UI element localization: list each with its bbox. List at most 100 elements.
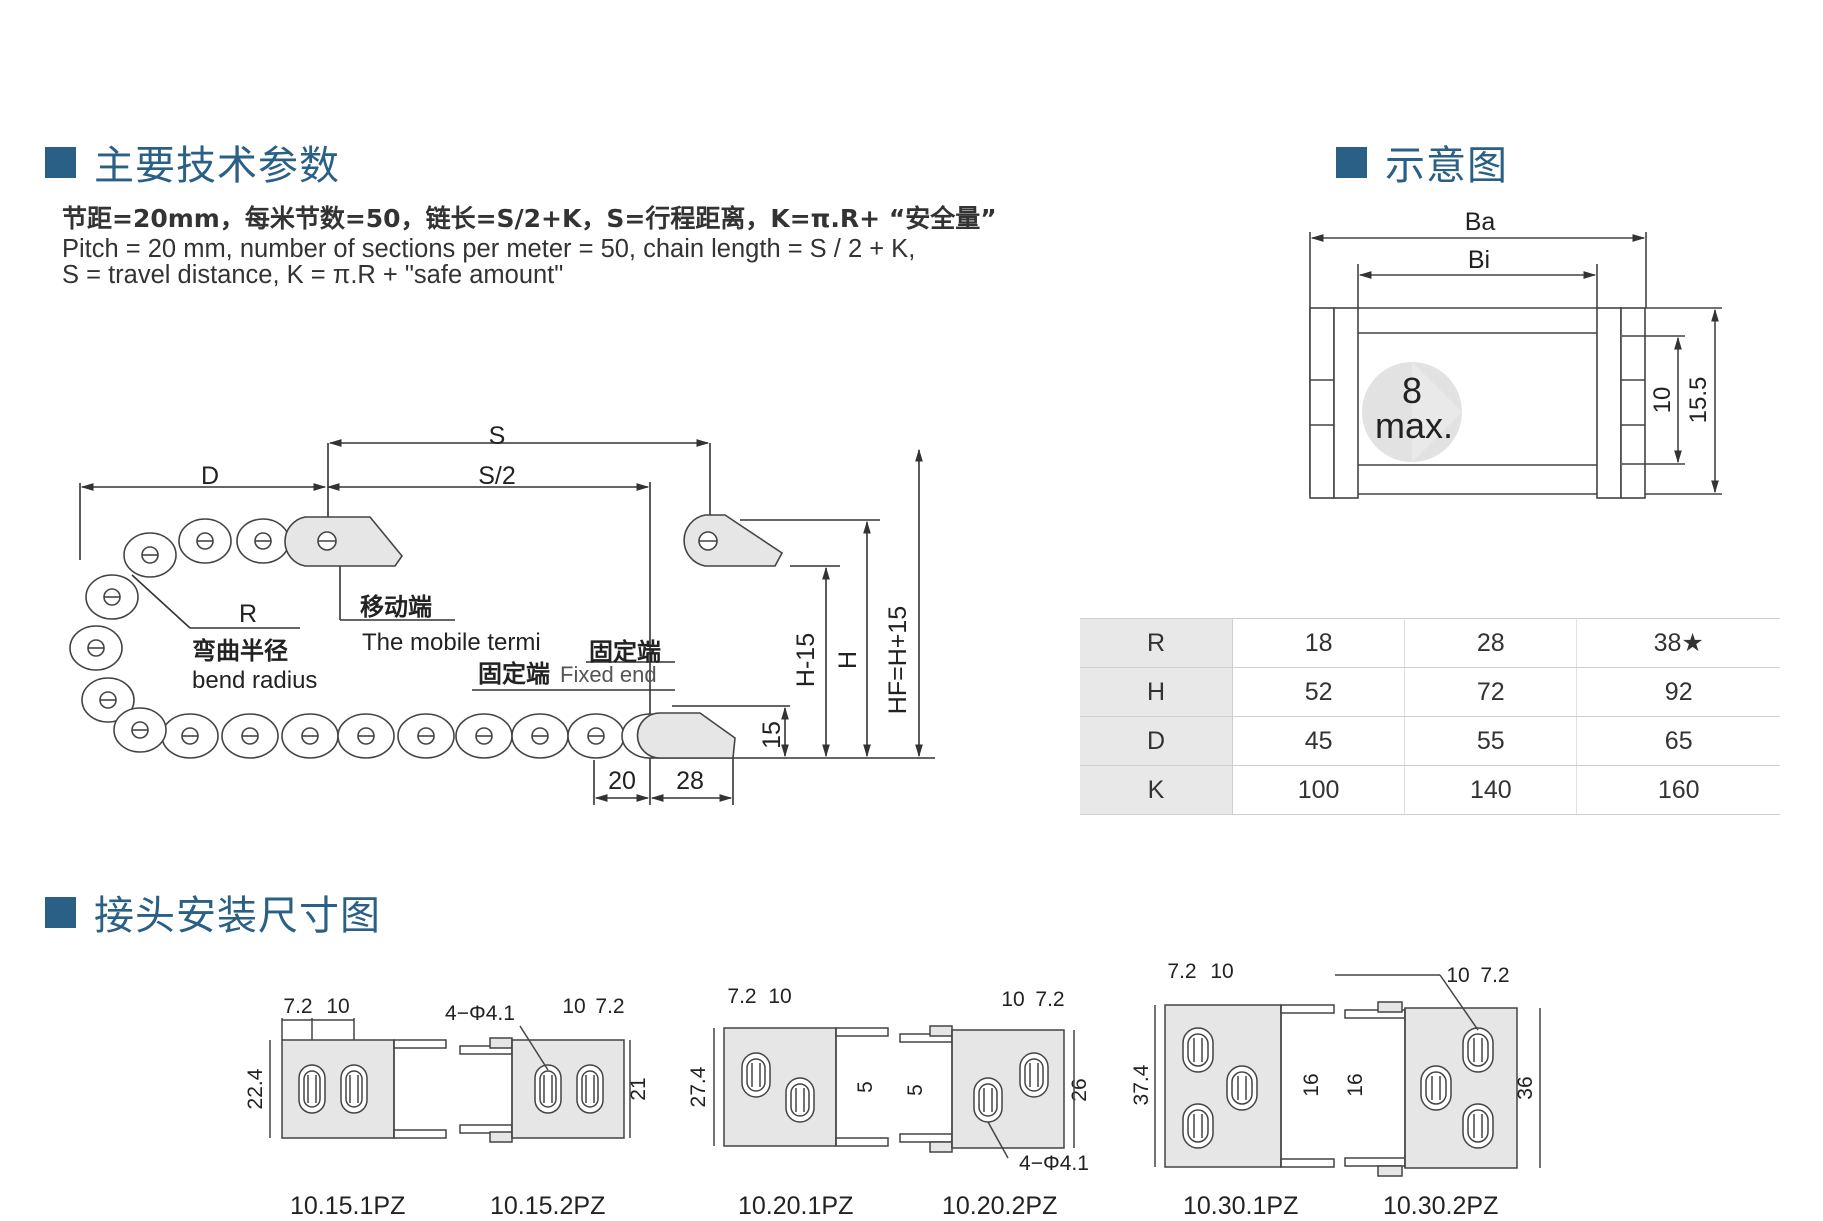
section-title-label: 示意图: [1385, 143, 1508, 189]
label-mobile-en: The mobile termi: [362, 629, 541, 656]
bracket-name-b6: 10.30.2PZ: [1383, 1192, 1499, 1220]
bracket-rail: [835, 1027, 889, 1037]
label-fixed-cn1: 固定端: [589, 638, 661, 666]
table-cell: 28: [1404, 618, 1578, 668]
label-HF: HF=H+15: [884, 606, 912, 714]
table-cell: 92: [1576, 667, 1780, 717]
intro-line-en2: S = travel distance, K = π.R + "safe amo…: [62, 261, 564, 289]
label-D: D: [201, 462, 219, 490]
label-S2: S/2: [478, 462, 516, 490]
bracket-plate: [723, 1027, 837, 1147]
bracket-rail: [393, 1129, 447, 1139]
table-cell: 45: [1232, 716, 1406, 766]
bracket-name-b5: 10.30.1PZ: [1183, 1192, 1299, 1220]
bracket-dimension: 7.2: [727, 985, 756, 1008]
bracket-rail: [393, 1039, 447, 1049]
bracket-rail: [1280, 1158, 1335, 1168]
table-cell: 38★: [1576, 618, 1780, 668]
label-H-15: H-15: [792, 633, 820, 687]
bracket-dimension: 10: [326, 995, 349, 1018]
section-title-schematic: 示意图: [1336, 133, 1508, 191]
section-marker: [1336, 146, 1367, 178]
bracket-dimension: 26: [1068, 1078, 1091, 1101]
table-cell: 18: [1232, 618, 1406, 668]
dim-15-5: 15.5: [1685, 377, 1712, 424]
dim-20: 20: [608, 767, 636, 795]
bracket-dimension: 7.2: [1035, 988, 1064, 1011]
label-Ba: Ba: [1465, 208, 1496, 236]
section-title-label: 主要技术参数: [94, 143, 340, 189]
bracket-dimension: 5: [854, 1081, 877, 1093]
label-Bi: Bi: [1468, 246, 1490, 274]
bracket-rail: [1344, 1157, 1406, 1167]
bracket-dimension: 10: [1001, 988, 1024, 1011]
bracket-dimension: 4−Φ4.1: [445, 1002, 515, 1025]
bracket-dimension: 36: [1514, 1076, 1537, 1099]
table-row-header: H: [1080, 667, 1233, 717]
bracket-name-b1: 10.15.1PZ: [290, 1192, 406, 1220]
dim-15: 15: [758, 721, 786, 749]
bracket-name-b2: 10.15.2PZ: [490, 1192, 606, 1220]
table-cell: 65: [1576, 716, 1780, 766]
bracket-dimension: 7.2: [1480, 964, 1509, 987]
intro-line-cn: 节距=20mm，每米节数=50，链长=S/2+K，S=行程距离，K=π.R+ “…: [62, 204, 997, 233]
label-max: max.: [1375, 405, 1453, 446]
bracket-dimension: 16: [1300, 1073, 1323, 1096]
bracket-dimension: 10: [768, 985, 791, 1008]
label-mobile-cn: 移动端: [360, 593, 432, 621]
table-cell: 72: [1404, 667, 1578, 717]
bracket-dimension: 10: [1446, 964, 1469, 987]
label-fixed-cn2: 固定端: [478, 660, 550, 688]
bracket-dimension: 7.2: [1167, 960, 1196, 983]
label-bend-radius-en: bend radius: [192, 667, 317, 694]
cross-section-diagram: [1309, 232, 1722, 499]
bracket-dimension: 21: [627, 1077, 650, 1100]
label-bend-radius-cn: 弯曲半径: [192, 637, 288, 665]
table-cell: 160: [1576, 765, 1780, 815]
bracket-dimension: 7.2: [595, 995, 624, 1018]
section-title-params: 主要技术参数: [45, 133, 340, 191]
bracket-dimension: 10: [1210, 960, 1233, 983]
label-S: S: [489, 422, 506, 450]
section-marker: [45, 896, 76, 928]
table-cell: 100: [1232, 765, 1406, 815]
dim-10: 10: [1649, 387, 1676, 414]
table-cell: 55: [1404, 716, 1578, 766]
bracket-dimension: 5: [904, 1084, 927, 1096]
section-marker: [45, 146, 76, 178]
bracket-dimension: 27.4: [687, 1066, 710, 1107]
table-row-header: D: [1080, 716, 1233, 766]
bracket-dimension: 10: [562, 995, 585, 1018]
bracket-name-b4: 10.20.2PZ: [942, 1192, 1058, 1220]
table-row-header: R: [1080, 618, 1233, 668]
bracket-dimension: 7.2: [283, 995, 312, 1018]
table-cell: 52: [1232, 667, 1406, 717]
bracket-plate: [511, 1039, 625, 1139]
label-fixed-en: Fixed end: [560, 662, 657, 687]
intro-line-en1: Pitch = 20 mm, number of sections per me…: [62, 235, 916, 263]
bracket-rail: [835, 1137, 889, 1147]
label-R: R: [239, 600, 257, 628]
intro-text: 节距=20mm，每米节数=50，链长=S/2+K，S=行程距离，K=π.R+ “…: [62, 204, 997, 290]
label-8: 8: [1402, 370, 1422, 411]
bracket-dimension: 22.4: [244, 1068, 267, 1109]
dim-28: 28: [676, 767, 704, 795]
bracket-dimension: 16: [1344, 1073, 1367, 1096]
section-title-label: 接头安装尺寸图: [94, 893, 381, 939]
table-row-header: K: [1080, 765, 1233, 815]
bracket-plate: [1164, 1004, 1282, 1168]
table-cell: 140: [1404, 765, 1578, 815]
section-title-mounting: 接头安装尺寸图: [45, 883, 381, 941]
bracket-rail: [899, 1133, 953, 1143]
bracket-dimension: 4−Φ4.1: [1019, 1152, 1089, 1175]
bracket-name-b3: 10.20.1PZ: [738, 1192, 854, 1220]
bracket-rail: [1280, 1004, 1335, 1014]
label-H: H: [834, 651, 862, 669]
bracket-dimension: 37.4: [1130, 1064, 1153, 1105]
